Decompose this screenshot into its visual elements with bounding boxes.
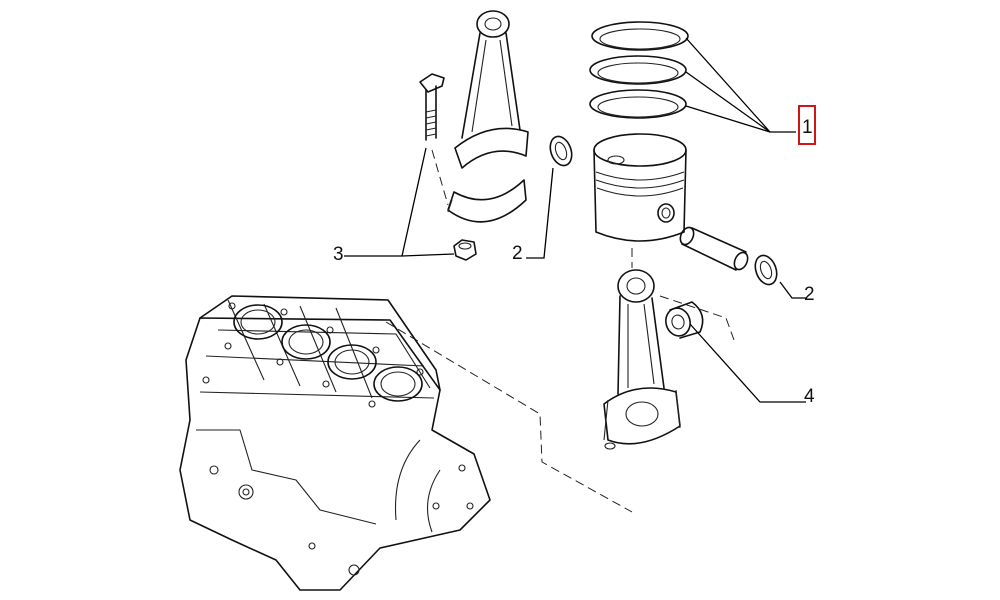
- cylinder-bore-4: [373, 366, 423, 402]
- callout-3-conrod-bolt[interactable]: 3: [333, 244, 344, 265]
- connecting-rod-upper[interactable]: [447, 10, 529, 223]
- engine-block[interactable]: [179, 295, 491, 591]
- piston-rings[interactable]: [589, 21, 689, 119]
- cylinder-bore-2: [281, 324, 331, 360]
- callout-highlight-box: [798, 105, 816, 145]
- callout-2-circlip-left[interactable]: 2: [512, 243, 523, 264]
- callout-2-circlip-right[interactable]: 2: [804, 284, 815, 305]
- piston-ring-top: [591, 21, 689, 51]
- connecting-rod-bolt[interactable]: [419, 73, 449, 206]
- connecting-rod-nut[interactable]: [453, 239, 477, 261]
- cylinder-bore-1: [233, 304, 283, 340]
- circlip-left[interactable]: [546, 133, 575, 168]
- leader-lines: [344, 37, 806, 403]
- circlip-right[interactable]: [751, 252, 780, 287]
- piston-ring-middle: [589, 55, 687, 85]
- callout-1-piston-rings[interactable]: 1: [802, 117, 813, 138]
- small-end-bush[interactable]: [663, 301, 704, 339]
- piston-pin[interactable]: [678, 225, 750, 271]
- piston[interactable]: [593, 133, 687, 242]
- cylinder-bore-3: [327, 344, 377, 380]
- assembly-axis-lines: [385, 248, 735, 513]
- connecting-rod-lower[interactable]: [603, 269, 681, 450]
- callout-4-small-end-bush[interactable]: 4: [804, 386, 815, 407]
- piston-ring-bottom: [589, 89, 687, 119]
- block-bolt-holes: [202, 302, 474, 576]
